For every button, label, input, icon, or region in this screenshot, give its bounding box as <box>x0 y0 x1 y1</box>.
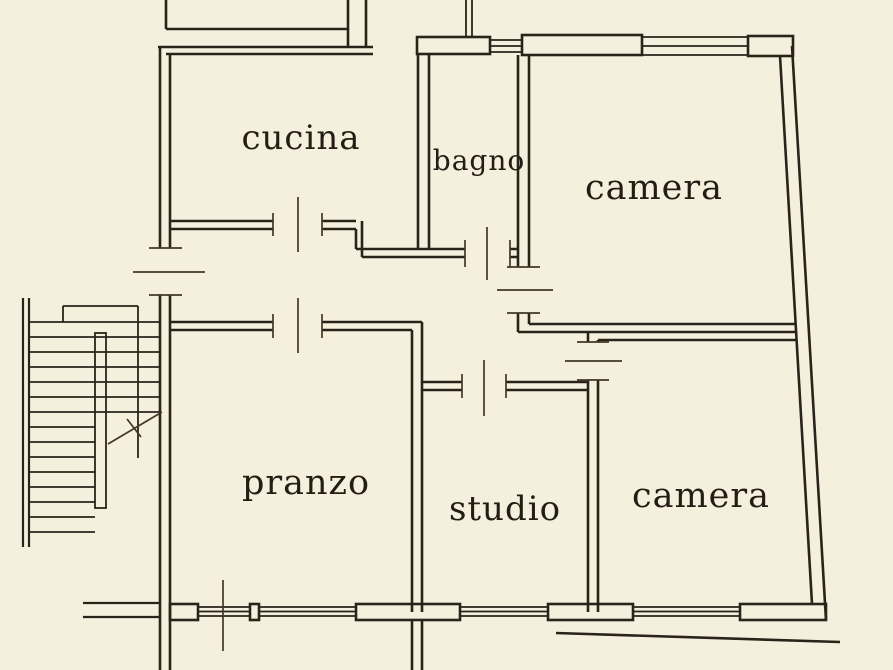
room-study: studio <box>449 489 561 529</box>
dining-top-wall <box>170 320 422 332</box>
room-bathroom: bagno <box>433 144 525 177</box>
bottom-window-1 <box>198 580 250 651</box>
bedroom-bottom-door-ticks <box>565 341 622 381</box>
bedroom-bottom-left-wall <box>586 380 600 612</box>
staircase <box>21 298 163 547</box>
kitchen-door-ticks <box>272 197 323 252</box>
room-label-dining: pranzo <box>242 463 370 503</box>
room-label-bedroom-bottom: camera <box>632 476 770 516</box>
room-area-bedroom-bottom <box>598 340 808 604</box>
bedroom-top-left-wall <box>516 55 531 332</box>
kitchen-top-wall <box>158 45 373 56</box>
bathroom-door-ticks <box>464 227 511 280</box>
room-kitchen: cucina <box>241 118 360 158</box>
bottom-window-2 <box>259 606 356 617</box>
right-exterior-wall <box>778 45 828 621</box>
bottom-window-3 <box>460 606 548 617</box>
bottom-window-4 <box>633 606 740 617</box>
room-label-kitchen: cucina <box>241 118 360 158</box>
bedroom-top-bottom-wall <box>518 322 797 334</box>
room-label-bedroom-top: camera <box>585 168 723 208</box>
stair-railing <box>94 332 107 509</box>
room-dining: pranzo <box>242 463 370 503</box>
dining-door-ticks <box>272 298 323 353</box>
bedroom-top-window <box>642 36 748 56</box>
left-exterior-wall <box>158 47 172 670</box>
study-door-ticks <box>461 360 507 416</box>
vent-line <box>465 0 473 38</box>
room-bedroom-top: camera <box>585 168 723 208</box>
bathroom-left-wall <box>416 54 431 249</box>
hallway-area <box>170 257 518 322</box>
kitchen-bottom-wall <box>170 219 518 259</box>
study-top-wall <box>422 380 588 392</box>
bedroom-top-pier-left <box>520 33 644 57</box>
terrace-edge-line <box>555 631 841 644</box>
bedroom-top-door-ticks <box>497 266 553 314</box>
dining-right-wall <box>410 322 424 670</box>
bathroom-window <box>490 39 522 53</box>
balcony-outline <box>164 0 368 47</box>
room-bedroom-bottom: camera <box>598 340 808 604</box>
stair-door-ticks <box>133 247 205 296</box>
stair-direction-arrow <box>107 411 163 445</box>
room-label-study: studio <box>449 489 561 529</box>
room-label-bathroom: bagno <box>433 144 525 177</box>
